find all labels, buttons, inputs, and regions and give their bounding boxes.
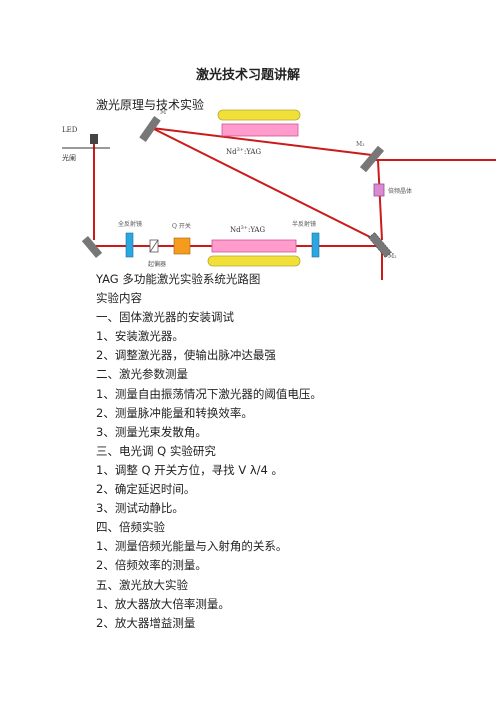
mirror-m3-label: M₃ — [356, 141, 365, 148]
polarizer-label: 起偏器 — [148, 260, 166, 268]
text-line: 1、放大器放大倍率测量。 — [96, 596, 230, 611]
text-line: 实验内容 — [96, 291, 142, 306]
content-list: YAG 多功能激光实验系统光路图 实验内容 一、固体激光器的安装调试 1、安装激… — [96, 270, 476, 633]
text-line: 3、测试动静比。 — [96, 501, 184, 516]
mirror-m1-label: M — [160, 109, 166, 116]
full-mirror — [125, 232, 134, 258]
mirror-m3 — [359, 145, 385, 173]
text-line: 3、测量光束发散角。 — [96, 424, 207, 439]
text-line: 1、安装激光器。 — [96, 329, 184, 344]
text-line: 2、确定延迟时间。 — [96, 482, 196, 497]
text-line: 1、调整 Q 开关方位，寻找 V λ/4 。 — [96, 462, 284, 477]
led-block — [90, 134, 98, 144]
half-mirror — [311, 232, 320, 258]
text-line: 2、倍频效率的测量。 — [96, 558, 207, 573]
half-mirror-label: 半反射镜 — [292, 220, 316, 228]
doubler-label: 倍频晶体 — [388, 187, 412, 195]
doubler-crystal — [373, 183, 385, 197]
nd-top-label: Nd3+:YAG — [226, 147, 261, 156]
document-title: 激光技术习题讲解 — [195, 68, 300, 83]
text-line: 三、电光调 Q 实验研究 — [96, 443, 216, 458]
mirror-bottom-left — [81, 236, 103, 258]
q-switch — [173, 237, 191, 255]
text-line: 2、放大器增益测量 — [96, 615, 196, 630]
section-heading: 激光原理与技术实验 — [96, 98, 205, 112]
nd-mid-label: Nd3+:YAG — [230, 225, 265, 234]
light-screen-label: 光阑 — [62, 153, 76, 162]
text-line: 一、固体激光器的安装调试 — [96, 310, 234, 325]
full-mirror-label: 全反射镜 — [118, 220, 142, 228]
text-line: 五、激光放大实验 — [96, 577, 188, 592]
text-line: 2、调整激光器，使输出脉冲达最强 — [96, 348, 276, 363]
text-line: 2、测量脉冲能量和转换效率。 — [96, 405, 253, 420]
text-line: 1、测量倍频光能量与入射角的关系。 — [96, 539, 288, 554]
mirror-m2-label: M₂ — [388, 253, 397, 260]
beam-m3-vertical — [377, 159, 383, 241]
beam-diagonal — [151, 127, 383, 244]
polarizer-slash — [149, 239, 159, 253]
mirror-m2 — [368, 232, 392, 258]
diagram-caption: YAG 多功能激光实验系统光路图 — [96, 272, 261, 286]
text-line: 二、激光参数测量 — [96, 367, 188, 382]
led-label: LED — [62, 126, 78, 134]
beam-top-horizontal — [151, 127, 373, 156]
rod-middle — [211, 239, 297, 253]
lamp-top — [217, 109, 301, 121]
lamp-middle — [207, 255, 301, 267]
q-switch-label: Q 开关 — [172, 222, 191, 230]
text-line: 四、倍频实验 — [96, 520, 165, 535]
rod-top — [221, 123, 299, 137]
text-line: 1、测量自由振荡情况下激光器的阈值电压。 — [96, 386, 322, 401]
mirror-m1 — [139, 116, 161, 142]
